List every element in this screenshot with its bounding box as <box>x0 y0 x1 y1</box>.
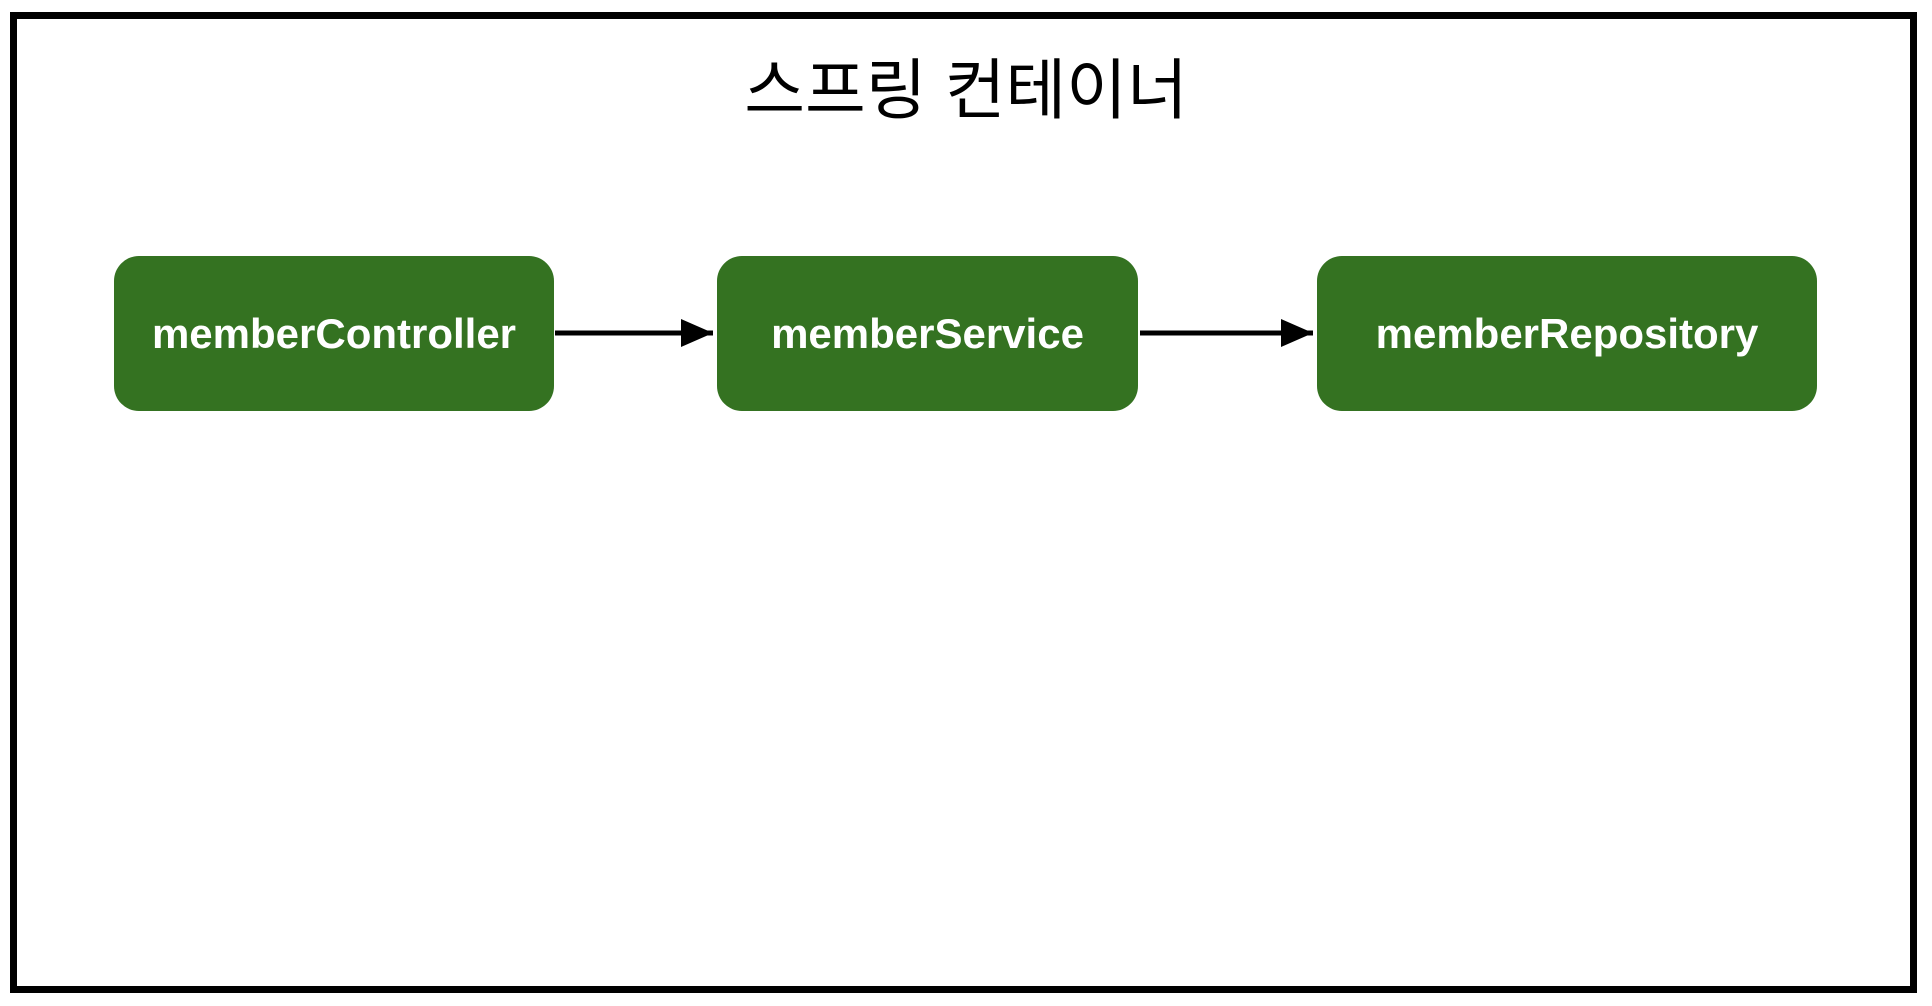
node-member-repository: memberRepository <box>1317 256 1817 411</box>
node-member-service: memberService <box>717 256 1138 411</box>
diagram-title: 스프링 컨테이너 <box>744 53 1188 127</box>
spring-container-frame <box>10 12 1917 993</box>
node-member-controller: memberController <box>114 256 554 411</box>
